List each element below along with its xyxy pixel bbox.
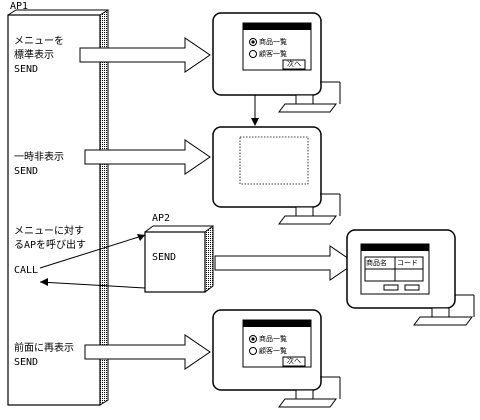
monitor-3: [346, 229, 475, 326]
step4-line2: SEND: [14, 357, 39, 368]
arrow-step-2: [84, 139, 211, 175]
arrow-step-1: [79, 37, 211, 73]
step4-line1: 前面に再表示: [14, 343, 74, 354]
monitor-1: [212, 12, 341, 113]
ap1-title: AP1: [10, 1, 29, 12]
menu4-option1: 商品一覧: [259, 335, 287, 343]
menu1-option1: 商品一覧: [259, 38, 287, 46]
ap1-column: [7, 9, 109, 406]
arrow-call: [39, 234, 146, 289]
arrow-step-4: [84, 334, 211, 370]
step1-line3: SEND: [14, 64, 39, 75]
step2-line1: 一時非表示: [14, 152, 64, 163]
step3-line1: メニューに対す: [14, 226, 84, 237]
form-field2: コード: [397, 259, 418, 267]
menu1-next-button: 次へ: [287, 60, 301, 68]
ap2-box: [144, 225, 214, 293]
form-field1: 商品名: [366, 259, 387, 267]
step1-line1: メニューを: [14, 36, 64, 47]
ap2-title: AP2: [152, 213, 171, 224]
menu1-option2: 顧客一覧: [259, 50, 287, 58]
monitor-2: [212, 126, 341, 225]
step3-line2: るAPを呼び出す: [14, 240, 87, 251]
menu4-option2: 顧客一覧: [259, 347, 287, 355]
step3-line3: CALL: [14, 265, 39, 276]
monitor-4: [212, 309, 341, 408]
menu4-next-button: 次へ: [287, 357, 301, 365]
step1-line2: 標準表示: [14, 50, 54, 61]
step2-line2: SEND: [14, 166, 39, 177]
ap2-send-label: SEND: [152, 252, 177, 263]
arrow-down: [251, 92, 259, 126]
arrow-ap2-to-form: [214, 245, 356, 281]
